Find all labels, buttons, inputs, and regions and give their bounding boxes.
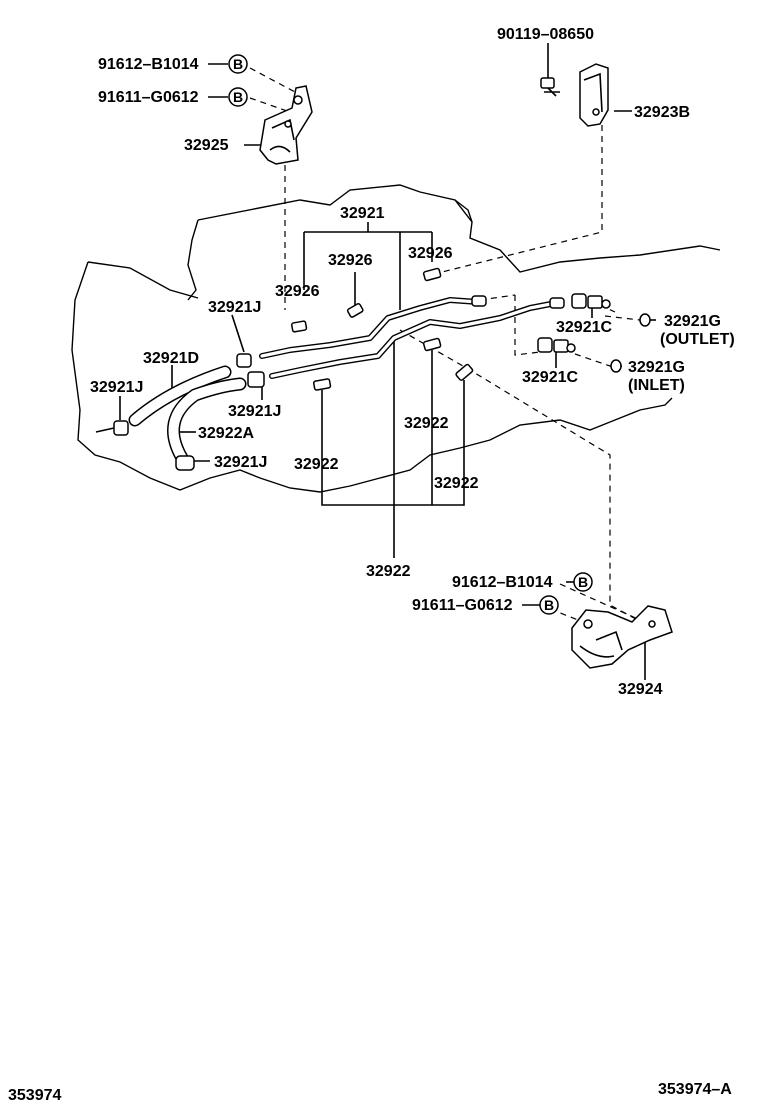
cushion-32922-c: [455, 363, 474, 381]
bracket-32924: [571, 605, 673, 669]
cushion-32922-a: [312, 378, 332, 391]
label-91612-b1014-bottom: 91612–B1014: [452, 574, 553, 591]
figure-number-right: 353974–A: [658, 1081, 732, 1098]
pipe-end-upper: [471, 295, 487, 307]
clamp-32921j-bottom: [175, 455, 195, 471]
label-32925: 32925: [184, 137, 229, 154]
bracket-32925: [259, 85, 313, 165]
bracket-32923b: [579, 63, 609, 127]
label-32921d: 32921D: [143, 350, 199, 367]
badge-b-4: B: [539, 595, 559, 615]
label-32922-d: 32922: [366, 563, 411, 580]
label-32924: 32924: [618, 681, 663, 698]
oring-32921g-inlet: [610, 359, 622, 373]
svg-text:B: B: [544, 597, 554, 613]
badge-b-2: B: [228, 87, 248, 107]
label-outlet: (OUTLET): [660, 331, 735, 348]
cushion-32926-b: [346, 303, 364, 318]
label-32922-a: 32922: [294, 456, 339, 473]
part-labels: 90119–08650 32923B 91612–B1014 91611–G06…: [8, 26, 735, 1104]
clamps: [95, 267, 651, 471]
union-32921c-outlet: [571, 293, 611, 309]
clamp-32921j-mid: [247, 371, 265, 388]
dashed-leaders: [249, 67, 661, 633]
label-91611-g0612-bottom: 91611–G0612: [412, 597, 513, 614]
label-32921j-bottom: 32921J: [214, 454, 267, 471]
clamp-32921j-top: [236, 353, 252, 368]
cushion-32926-a: [290, 320, 308, 333]
svg-text:B: B: [578, 574, 588, 590]
transmission-outline: [71, 184, 721, 493]
label-32926-b: 32926: [328, 252, 373, 269]
label-32923b: 32923B: [634, 104, 690, 121]
label-32921j-left: 32921J: [90, 379, 143, 396]
clamp-32921j-left: [113, 420, 129, 436]
bolt-90119: [540, 77, 560, 97]
hoses: [128, 365, 247, 465]
label-32922-c: 32922: [434, 475, 479, 492]
label-91612-b1014-top: 91612–B1014: [98, 56, 199, 73]
svg-text:B: B: [233, 89, 243, 105]
label-32922-b: 32922: [404, 415, 449, 432]
oring-32921g-outlet: [639, 313, 651, 327]
label-32926-a: 32926: [275, 283, 320, 300]
svg-text:B: B: [233, 56, 243, 72]
label-32921j-top: 32921J: [208, 299, 261, 316]
label-32921g-inlet: 32921G: [628, 359, 685, 376]
label-32921c-outlet: 32921C: [556, 319, 612, 336]
cushion-32926-c: [422, 267, 442, 282]
badge-b-1: B: [228, 54, 248, 74]
label-32926-c: 32926: [408, 245, 453, 262]
label-32921c-inlet: 32921C: [522, 369, 578, 386]
label-32921: 32921: [340, 205, 385, 222]
label-inlet: (INLET): [628, 377, 685, 394]
label-32921j-mid: 32921J: [228, 403, 281, 420]
figure-number-left: 353974: [8, 1087, 61, 1104]
label-91611-g0612-top: 91611–G0612: [98, 89, 199, 106]
union-32921c-inlet: [537, 337, 576, 353]
rigid-pipes: [259, 297, 559, 379]
label-90119-08650: 90119–08650: [497, 26, 594, 43]
pipe-end-lower: [549, 297, 565, 309]
label-32921g-outlet: 32921G: [664, 313, 721, 330]
cushion-32922-b: [422, 337, 442, 352]
label-32922a: 32922A: [198, 425, 254, 442]
badge-b-3: B: [573, 572, 593, 592]
solid-leaders: [119, 43, 656, 680]
